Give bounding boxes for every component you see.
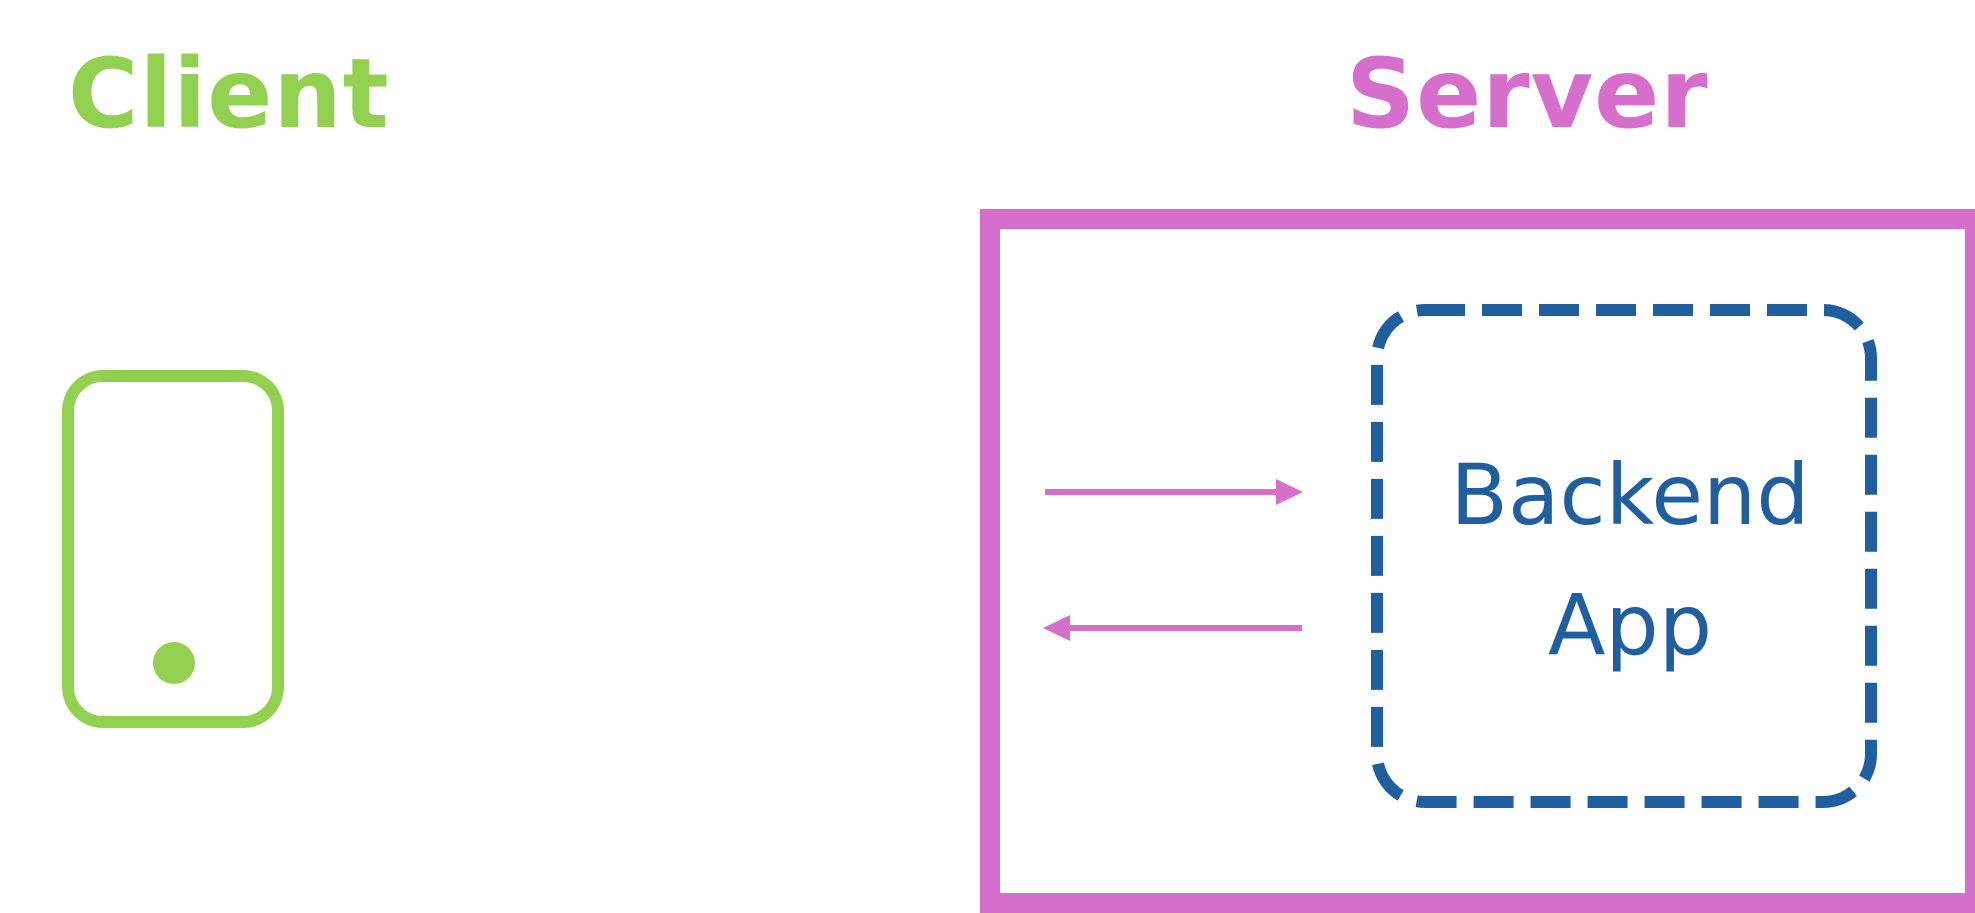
server-box xyxy=(980,209,1975,913)
backend-label-line1: Backend xyxy=(1450,446,1810,544)
request-arrow xyxy=(1045,479,1303,505)
phone-home-button xyxy=(153,642,195,684)
phone-body xyxy=(62,370,284,728)
phone-icon xyxy=(62,370,284,728)
backend-app-label: Backend App xyxy=(1370,430,1890,690)
server-label: Server xyxy=(1346,38,1709,150)
response-arrow xyxy=(1043,615,1302,641)
backend-label-line2: App xyxy=(1547,576,1713,674)
backend-app-box xyxy=(1371,304,1877,808)
client-label: Client xyxy=(68,38,390,150)
